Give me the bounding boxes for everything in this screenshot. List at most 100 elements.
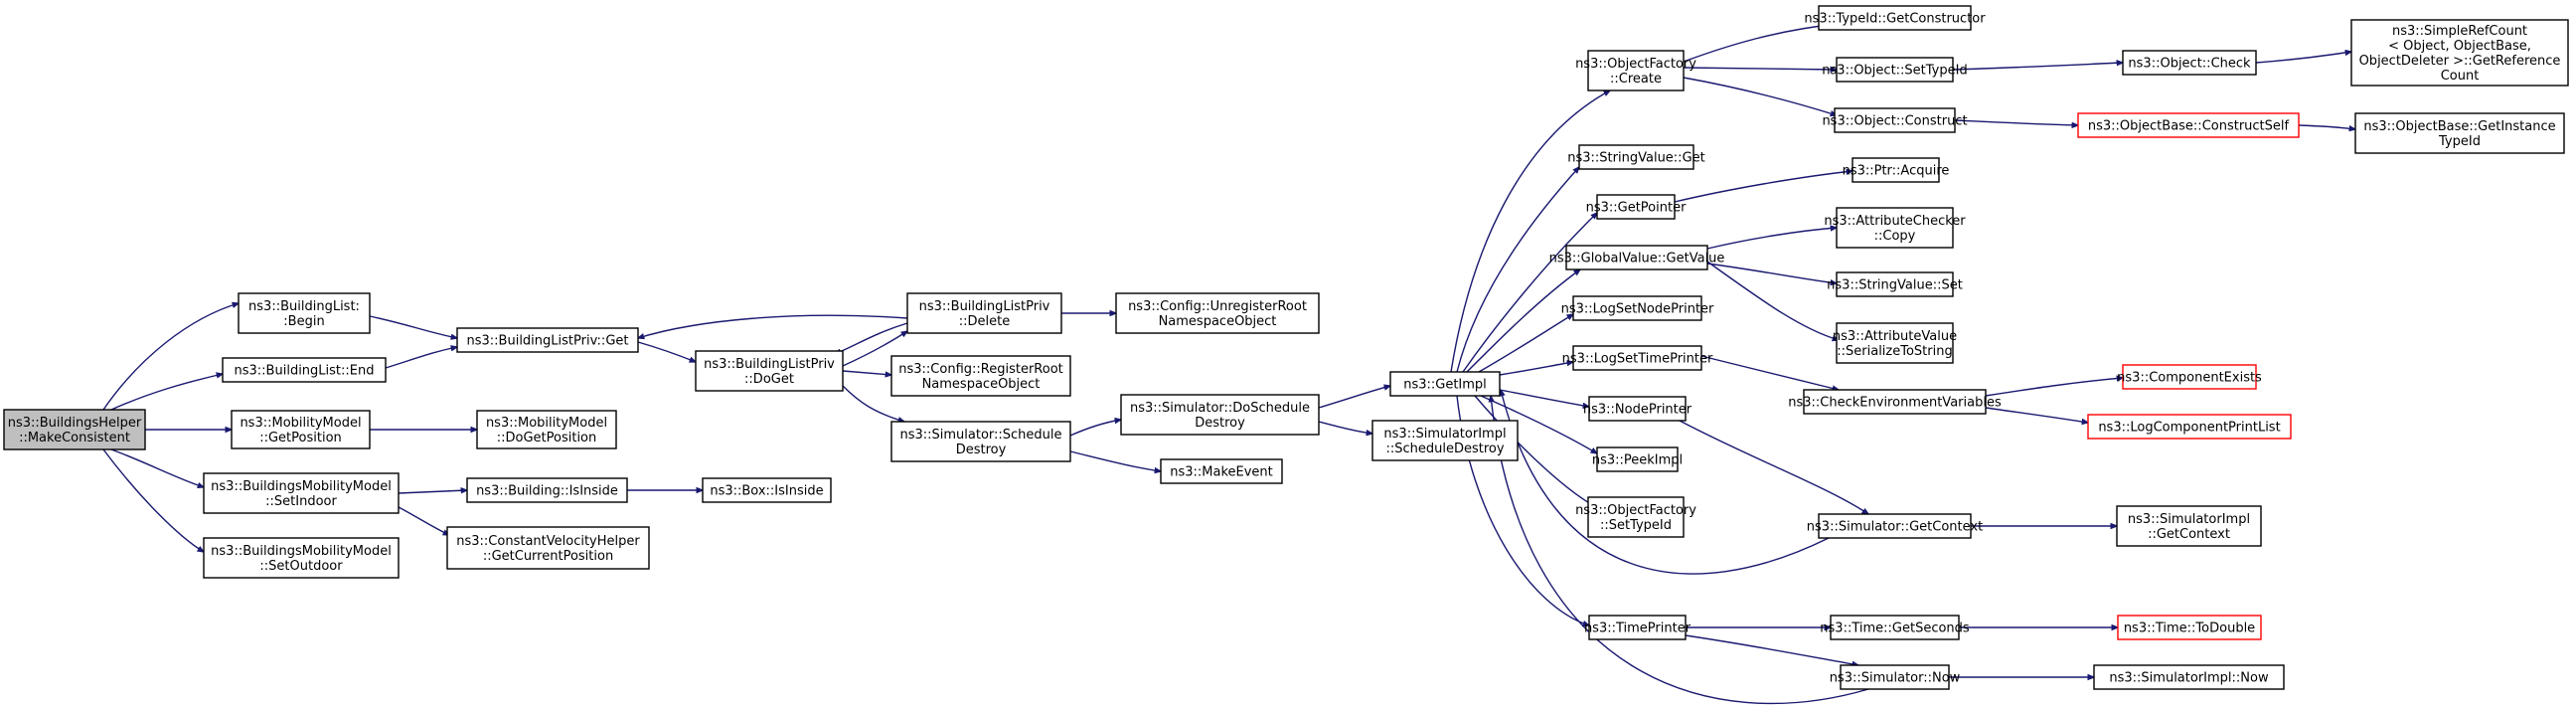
call-edge [1499, 389, 1589, 407]
call-edge [1466, 269, 1580, 373]
function-node-label: ::SerializeToString [1837, 344, 1952, 359]
function-node-box [1830, 615, 1960, 640]
call-edge-path [1491, 396, 1869, 705]
function-node-label: ns3::BuildingListPriv::Get [467, 334, 629, 349]
function-node-label: ns3::StringValue::Set [1827, 278, 1963, 293]
function-node-bmm-setindoor[interactable]: ns3::BuildingsMobilityModel::SetIndoor [203, 472, 400, 514]
call-edge [110, 374, 223, 411]
function-nodes: ns3::BuildingsHelper::MakeConsistentns3:… [3, 5, 2569, 690]
function-node-peekimpl[interactable]: ns3::PeekImpl [1592, 446, 1683, 472]
call-edge [1499, 362, 1573, 376]
function-node-label: Destroy [1195, 416, 1245, 431]
function-node-bmm-setoutdoor[interactable]: ns3::BuildingsMobilityModel::SetOutdoor [203, 537, 400, 579]
function-node-time-getseconds[interactable]: ns3::Time::GetSeconds [1820, 615, 1970, 640]
call-edge-path [102, 448, 204, 552]
call-edge [1478, 314, 1573, 373]
call-edge-path [398, 506, 449, 535]
function-node-of-settypeid[interactable]: ns3::ObjectFactory::SetTypeId [1575, 496, 1696, 538]
call-edge-path [102, 303, 239, 411]
call-edge-path [2298, 124, 2355, 129]
function-node-obj-construct[interactable]: ns3::Object::Construct [1822, 107, 1968, 133]
function-node-box [1120, 394, 1320, 436]
function-node-box [3, 409, 146, 450]
call-edge-path [1474, 395, 1596, 507]
call-edge [110, 448, 204, 487]
call-edge-path [1685, 634, 1858, 665]
function-node-root[interactable]: ns3::BuildingsHelper::MakeConsistent [3, 409, 146, 450]
function-node-label: ns3::Simulator::Now [1830, 671, 1961, 686]
function-node-label: Count [2441, 69, 2480, 84]
function-node-typeid-getctor[interactable]: ns3::TypeId::GetConstructor [1804, 5, 1986, 31]
function-node-label: ns3::SimulatorImpl [1383, 427, 1506, 442]
function-node-time-todouble[interactable]: ns3::Time::ToDouble [2117, 615, 2262, 640]
function-node-sv-get[interactable]: ns3::StringValue::Get [1567, 144, 1705, 170]
function-node-label: ns3::SimulatorImpl::Now [2109, 671, 2269, 686]
call-edge [1985, 407, 2088, 423]
function-node-logsetnode[interactable]: ns3::LogSetNodePrinter [1561, 295, 1714, 321]
function-node-av-serialize[interactable]: ns3::AttributeValue::SerializeToString [1833, 322, 1957, 364]
function-node-obj-check[interactable]: ns3::Object::Check [2122, 50, 2257, 76]
function-node-getimpl[interactable]: ns3::GetImpl [1389, 371, 1501, 397]
function-node-b-isinside[interactable]: ns3::Building::IsInside [466, 477, 628, 503]
function-node-sim-schedestroy[interactable]: ns3::Simulator::ScheduleDestroy [890, 421, 1071, 462]
function-node-checkenv[interactable]: ns3::CheckEnvironmentVariables [1788, 389, 2002, 415]
call-edge-path [1478, 314, 1573, 373]
call-edge-path [1499, 362, 1573, 376]
call-edge [1700, 355, 1839, 390]
call-edge [1069, 420, 1121, 437]
function-node-mm-dogetpos[interactable]: ns3::MobilityModel::DoGetPosition [476, 410, 617, 449]
function-node-obj-settypeid[interactable]: ns3::Object::SetTypeId [1822, 57, 1968, 83]
function-node-box [1565, 245, 1708, 270]
function-node-box [1160, 458, 1283, 484]
function-node-ob-constructself[interactable]: ns3::ObjectBase::ConstructSelf [2077, 112, 2300, 138]
call-edge-path [842, 331, 907, 367]
function-node-simplerefcount[interactable]: ns3::SimpleRefCount< Object, ObjectBase,… [2350, 19, 2569, 87]
function-node-ac-copy[interactable]: ns3::AttributeChecker::Copy [1824, 207, 1966, 249]
function-node-gv-getvalue[interactable]: ns3::GlobalValue::GetValue [1549, 245, 1725, 270]
function-node-box [1818, 513, 1972, 539]
function-node-ptr-acquire[interactable]: ns3::Ptr::Acquire [1843, 157, 1950, 183]
function-node-bl-end[interactable]: ns3::BuildingList::End [222, 357, 387, 383]
function-node-label: ns3::NodePrinter [1583, 403, 1692, 418]
function-node-blp-delete[interactable]: ns3::BuildingListPriv::Delete [906, 292, 1062, 334]
function-node-blp-doget[interactable]: ns3::BuildingListPriv::DoGet [695, 350, 844, 392]
function-node-simimpl-getcontext[interactable]: ns3::SimulatorImpl::GetContext [2116, 505, 2262, 547]
function-node-cvh-getcurpos[interactable]: ns3::ConstantVelocityHelper::GetCurrentP… [446, 526, 650, 570]
function-node-mm-getpos[interactable]: ns3::MobilityModel::GetPosition [231, 410, 371, 449]
function-node-simimpl-schedestroy[interactable]: ns3::SimulatorImpl::ScheduleDestroy [1371, 420, 1519, 461]
function-node-label: ns3::BuildingsMobilityModel [211, 479, 392, 494]
function-node-cfg-unreg[interactable]: ns3::Config::UnregisterRootNamespaceObje… [1115, 292, 1320, 334]
function-node-box [2093, 664, 2285, 690]
call-edge [385, 347, 457, 369]
function-node-box [476, 410, 617, 449]
function-node-label: ::DoGetPosition [497, 431, 597, 445]
function-node-box [203, 472, 400, 514]
function-node-label: ns3::ObjectBase::GetInstance [2363, 119, 2555, 134]
function-node-box [2117, 615, 2262, 640]
function-node-timeprinter[interactable]: ns3::TimePrinter [1584, 615, 1691, 640]
function-node-simimpl-now[interactable]: ns3::SimulatorImpl::Now [2093, 664, 2285, 690]
function-node-sv-set[interactable]: ns3::StringValue::Set [1827, 271, 1963, 297]
function-node-logcompprintlist[interactable]: ns3::LogComponentPrintList [2087, 414, 2292, 440]
function-node-bl-begin[interactable]: ns3::BuildingList::Begin [238, 292, 371, 334]
function-node-makeevent[interactable]: ns3::MakeEvent [1160, 458, 1283, 484]
call-edge-path [1466, 269, 1580, 373]
function-node-box-isinside[interactable]: ns3::Box::IsInside [702, 477, 832, 503]
function-node-componentexists[interactable]: ns3::ComponentExists [2117, 364, 2262, 390]
function-node-logsettime[interactable]: ns3::LogSetTimePrinter [1562, 345, 1713, 371]
call-edge [1501, 390, 1830, 575]
function-node-sim-getcontext[interactable]: ns3::Simulator::GetContext [1807, 513, 1983, 539]
call-edge-path [1683, 24, 1839, 63]
function-node-getpointer[interactable]: ns3::GetPointer [1586, 194, 1687, 220]
call-edge [1462, 213, 1597, 373]
function-node-nodeprinter[interactable]: ns3::NodePrinter [1583, 396, 1692, 422]
function-node-of-create[interactable]: ns3::ObjectFactory::Create [1575, 50, 1696, 91]
function-node-box [2087, 414, 2292, 440]
call-edge-path [1480, 395, 1597, 453]
function-node-blp-get[interactable]: ns3::BuildingListPriv::Get [456, 327, 639, 353]
function-node-label: :Begin [283, 314, 324, 329]
function-node-sim-now[interactable]: ns3::Simulator::Now [1830, 664, 1961, 690]
